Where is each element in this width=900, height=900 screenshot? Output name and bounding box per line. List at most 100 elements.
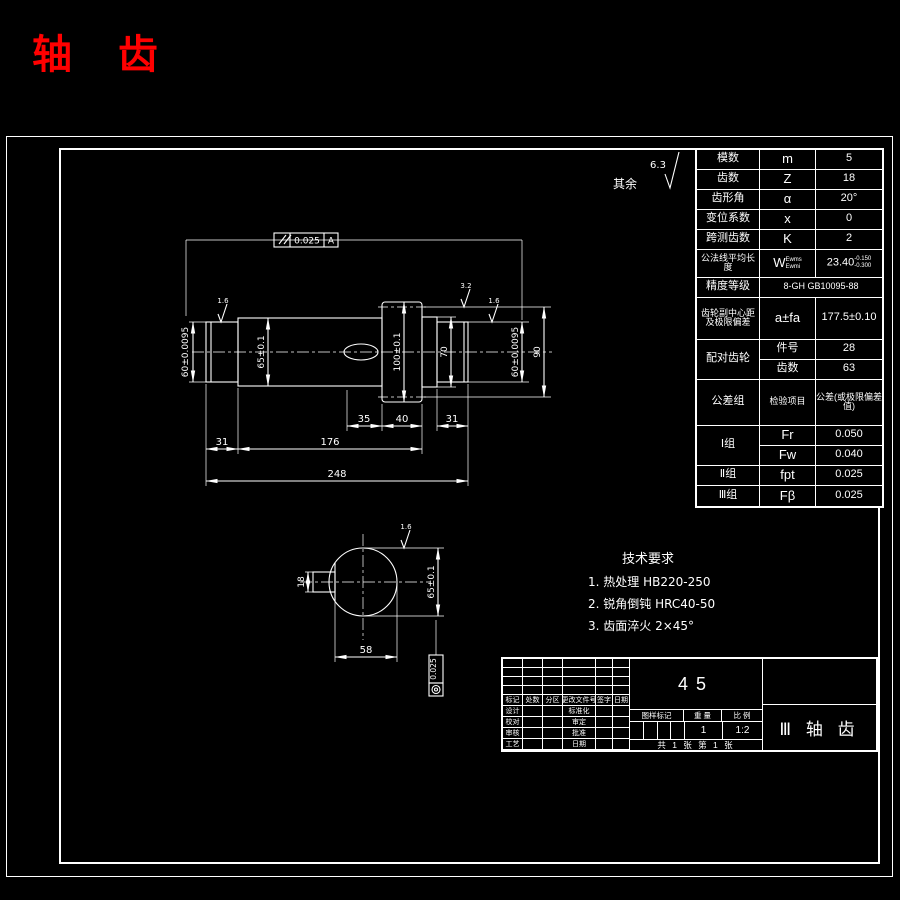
rev-cell — [543, 668, 563, 677]
tech-req-item: 3. 齿面淬火 2×45° — [588, 618, 694, 633]
sig-cell — [596, 728, 613, 739]
param-symbol: fpt — [759, 464, 816, 486]
param-value: 2 — [815, 228, 884, 250]
parallelism-leader — [185, 239, 523, 320]
title-block-middle: 45 图样标记 重 量 比 例 1 1:2 共 1 张 第 1 张 — [630, 659, 763, 750]
drawing-text-layer: 60±0.0095 65±0.1 100±0.1 70 60±0.0095 90… — [181, 160, 715, 680]
sig-cell — [596, 739, 613, 750]
param-symbol: 齿数 — [759, 358, 816, 380]
date-cell — [613, 739, 629, 750]
param-value: 0.025 — [815, 464, 884, 486]
part-name: Ⅲ 轴 齿 — [779, 720, 860, 739]
roughness-value: 1.6 — [400, 523, 412, 531]
rev-header: 更改文件号 — [563, 695, 596, 706]
material-value: 45 — [630, 659, 762, 710]
rev-cell — [563, 686, 596, 695]
rev-header: 签字 — [596, 695, 613, 706]
param-value: 20° — [815, 188, 884, 210]
dim-label: 31 — [216, 437, 229, 448]
param-name: 变位系数 — [695, 208, 760, 230]
roughness-value: 3.2 — [460, 282, 471, 290]
param-name: 齿轮副中心距及极限偏差 — [695, 296, 760, 340]
param-value: 28 — [815, 338, 884, 360]
concentricity-frame-symbol — [428, 682, 444, 697]
stage-value-row: 1 1:2 — [630, 722, 762, 740]
concentricity-icon — [433, 687, 439, 692]
dim-label: 60±0.0095 — [181, 327, 191, 377]
extension-lines-bottom — [205, 384, 469, 486]
param-symbol: Fw — [759, 444, 816, 466]
rev-header: 日期 — [613, 697, 629, 706]
param-name: 模数 — [695, 148, 760, 170]
dim-label: 58 — [360, 645, 373, 656]
symbol-main: W — [773, 254, 786, 270]
symbol-sup: Ewms — [785, 257, 802, 264]
rev-cell — [596, 677, 613, 686]
role-label: 工艺 — [503, 739, 523, 750]
roughness-value: 1.6 — [488, 297, 500, 305]
rev-cell — [613, 677, 629, 686]
role-label: 标准化 — [563, 706, 596, 717]
rev-cell — [503, 659, 523, 668]
date-cell — [543, 706, 563, 717]
outer-border — [6, 136, 893, 877]
rev-cell — [596, 668, 613, 677]
stage-header-row: 图样标记 重 量 比 例 — [630, 710, 762, 722]
rev-cell — [523, 677, 543, 686]
param-value: 公差(或极限偏差值) — [815, 378, 884, 426]
param-value: 23.40-0.150-0.300 — [815, 248, 884, 278]
param-value: 0 — [815, 208, 884, 230]
default-roughness-icon — [664, 151, 680, 190]
dim-label: 60±0.0095 — [511, 327, 521, 377]
page-title: 轴 齿 — [32, 31, 174, 78]
role-label: 审核 — [503, 728, 523, 739]
param-symbol: x — [759, 208, 816, 230]
date-cell — [613, 728, 629, 739]
param-name: 跨测齿数 — [695, 228, 760, 250]
sig-cell — [523, 728, 543, 739]
param-name: 公法线平均长度 — [695, 248, 760, 278]
rev-cell — [543, 677, 563, 686]
param-name: Ⅰ组 — [695, 424, 760, 466]
parallelism-value: 0.025 — [294, 237, 320, 247]
rev-cell — [523, 659, 543, 668]
weight-header: 重 量 — [684, 710, 722, 721]
rev-cell — [523, 668, 543, 677]
param-value: 5 — [815, 148, 884, 170]
value-sub: -0.300 — [854, 263, 872, 269]
sig-cell — [523, 706, 543, 717]
role-label: 校对 — [503, 717, 523, 728]
param-value: 177.5±0.10 — [815, 296, 884, 340]
scale-value: 1:2 — [735, 725, 750, 736]
date-cell — [543, 728, 563, 739]
param-symbol: Z — [759, 168, 816, 190]
role-label: 审定 — [563, 717, 596, 728]
dim-label: 90 — [533, 346, 543, 358]
stage-mark-cells — [630, 722, 685, 739]
param-symbol: a±fa — [759, 296, 816, 340]
value-main: 23.40 — [826, 256, 855, 269]
param-symbol: m — [759, 148, 816, 170]
rev-cell — [523, 686, 543, 695]
section-extension-lines — [305, 547, 444, 662]
roughness-value: 1.6 — [217, 297, 229, 305]
rev-cell — [503, 677, 523, 686]
rev-cell — [613, 659, 629, 668]
rev-cell — [596, 659, 613, 668]
stage-cell — [658, 722, 672, 739]
tech-req-title: 技术要求 — [622, 552, 674, 567]
param-symbol: 检验项目 — [759, 378, 816, 426]
scale-header: 比 例 — [733, 711, 751, 720]
dim-label: 40 — [396, 414, 409, 425]
role-label: 设计 — [503, 706, 523, 717]
sig-cell — [523, 717, 543, 728]
param-name: Ⅲ组 — [695, 484, 760, 508]
param-symbol: Fβ — [759, 484, 816, 508]
param-name: 公差组 — [695, 378, 760, 426]
rev-cell — [543, 659, 563, 668]
param-symbol: α — [759, 188, 816, 210]
company-cell — [763, 659, 876, 705]
rev-header: 处数 — [523, 695, 543, 706]
